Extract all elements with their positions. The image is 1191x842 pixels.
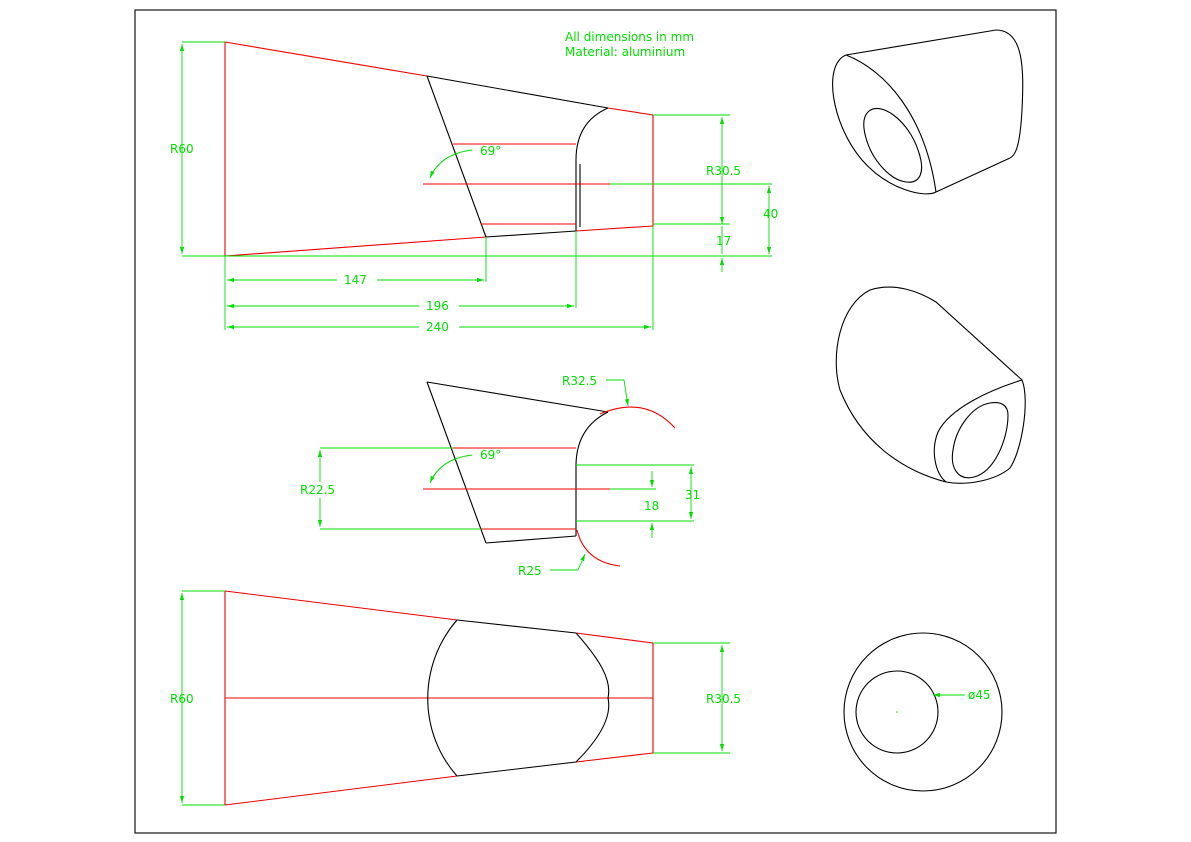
section-arc-r325 bbox=[599, 406, 676, 429]
dim-r325-leader bbox=[606, 379, 630, 407]
dim-dia45-label: ø45 bbox=[968, 688, 991, 702]
section-view: R32.5 R22.5 31 18 69° R25 bbox=[298, 374, 700, 578]
top-cut-right-curve bbox=[575, 632, 610, 763]
front-top-edge-right bbox=[607, 107, 654, 116]
dim-angle-label-section: 69° bbox=[480, 448, 501, 462]
section-arc-r25 bbox=[576, 529, 621, 567]
top-cut-upper bbox=[456, 619, 577, 634]
iso2-inner-face bbox=[933, 379, 1023, 483]
note-material: Material: aluminium bbox=[565, 45, 685, 59]
dim-top-r305-label: R30.5 bbox=[706, 692, 741, 706]
front-bottom-edge-right bbox=[575, 225, 654, 232]
dim-147-label: 147 bbox=[344, 273, 367, 287]
iso1-bore bbox=[863, 107, 923, 183]
dim-r25-leader bbox=[550, 553, 586, 571]
iso1-bottom-edge bbox=[935, 157, 1011, 193]
top-lower-edge-left bbox=[224, 775, 458, 806]
section-slant bbox=[426, 381, 487, 544]
top-upper-edge-right bbox=[575, 632, 654, 644]
dim-angle-arc-section bbox=[429, 454, 473, 484]
dim-147-label-bg bbox=[337, 272, 377, 288]
front-cut-arc bbox=[575, 107, 609, 231]
front-bottom-edge-left bbox=[224, 236, 487, 257]
top-lower-edge-right bbox=[575, 752, 654, 763]
dim-18-label: 18 bbox=[644, 499, 659, 513]
dim-r60-label: R60 bbox=[170, 142, 194, 156]
front-cut-bottom bbox=[485, 230, 577, 238]
iso1-top-edge bbox=[845, 29, 997, 56]
drawing-border bbox=[134, 9, 1057, 834]
top-upper-edge-left bbox=[224, 590, 458, 621]
front-cut-top bbox=[426, 75, 609, 109]
iso-view-1 bbox=[832, 29, 1024, 195]
front-view: R60 R30.5 40 17 69° 147 196 240 bbox=[170, 41, 778, 335]
dim-240-label-bg bbox=[419, 319, 459, 335]
front-cut-slant bbox=[426, 75, 487, 238]
section-bottom bbox=[485, 535, 577, 544]
dim-angle-label: 69° bbox=[480, 144, 501, 158]
iso1-ridge bbox=[845, 54, 937, 193]
dim-196-label: 196 bbox=[426, 299, 449, 313]
iso2-bore bbox=[951, 402, 1009, 479]
dim-r325-label: R32.5 bbox=[562, 374, 597, 388]
iso1-right-cap bbox=[995, 29, 1024, 159]
note-units: All dimensions in mm bbox=[565, 30, 694, 44]
dim-196-label-bg bbox=[419, 298, 459, 314]
dim-240-label: 240 bbox=[426, 320, 449, 334]
end-outer-circle bbox=[843, 632, 1003, 792]
dim-40-label: 40 bbox=[763, 207, 778, 221]
iso1-outer-face bbox=[832, 54, 937, 195]
dim-r25-label: R25 bbox=[518, 564, 542, 578]
iso2-right-cap bbox=[945, 379, 1026, 484]
iso2-outer-shell bbox=[835, 286, 1023, 483]
section-arc bbox=[575, 411, 609, 536]
top-cut-left-curve bbox=[427, 619, 458, 777]
iso-view-2 bbox=[835, 286, 1026, 484]
top-view: R60 R30.5 bbox=[170, 590, 741, 806]
dim-r225-label: R22.5 bbox=[300, 483, 335, 497]
top-cut-lower bbox=[456, 761, 577, 777]
dim-top-r60-label: R60 bbox=[170, 692, 194, 706]
end-view: ø45 bbox=[843, 632, 1003, 792]
section-top bbox=[426, 381, 609, 413]
end-inner-circle bbox=[855, 670, 939, 754]
front-top-edge-left bbox=[224, 41, 428, 77]
dim-angle-arc bbox=[429, 149, 473, 179]
dim-31-label: 31 bbox=[685, 488, 700, 502]
end-center-mark bbox=[896, 711, 898, 713]
dim-r225-label-bg bbox=[298, 482, 344, 498]
dim-r305-label: R30.5 bbox=[706, 164, 741, 178]
dim-17-label: 17 bbox=[716, 234, 731, 248]
